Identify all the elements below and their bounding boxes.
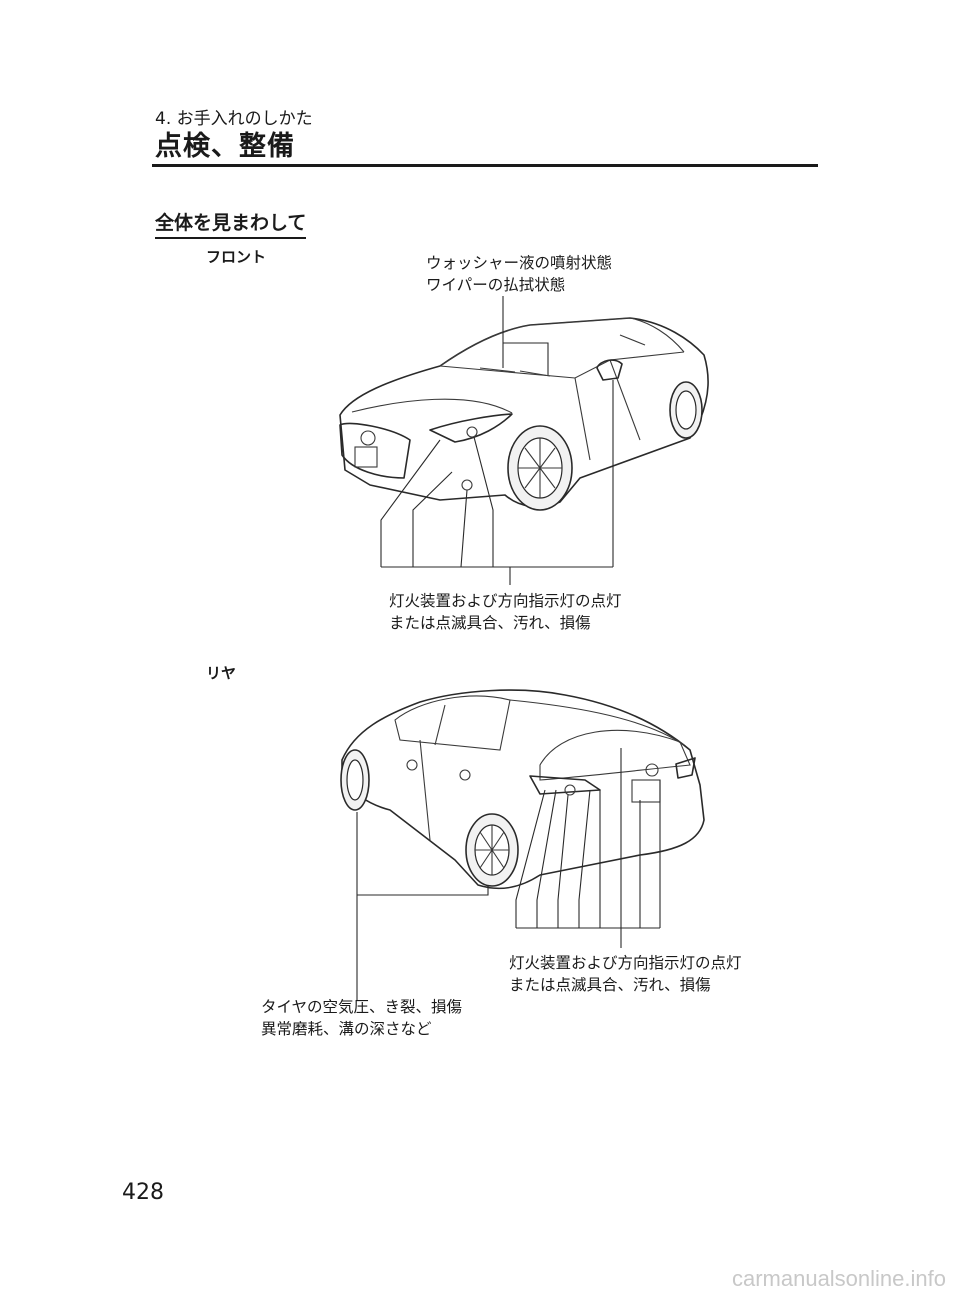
- front-view-label: フロント: [206, 248, 267, 266]
- tire-callout-line-1: タイヤの空気圧、き裂、損傷: [261, 998, 463, 1016]
- washer-callout-line-1: ウォッシャー液の噴射状態: [426, 254, 613, 272]
- watermark: carmanualsonline.info: [731, 1266, 946, 1291]
- page-title: 点検、整備: [155, 131, 295, 162]
- front-lights-callout-line-2: または点滅具合、汚れ、損傷: [389, 614, 591, 632]
- front-lights-callout-line-1: 灯火装置および方向指示灯の点灯: [389, 592, 622, 610]
- front-car-illustration: [339, 296, 709, 585]
- section-title: 全体を見まわして: [155, 208, 307, 239]
- rear-lights-callout-line-1: 灯火装置および方向指示灯の点灯: [509, 954, 742, 972]
- page-number: 428: [122, 1180, 164, 1205]
- washer-callout-line-2: ワイパーの払拭状態: [426, 276, 566, 294]
- tire-callout: タイヤの空気圧、き裂、損傷 異常磨耗、溝の深さなど: [261, 996, 462, 1040]
- front-lights-callout: 灯火装置および方向指示灯の点灯 または点滅具合、汚れ、損傷: [389, 590, 622, 634]
- tire-callout-line-2: 異常磨耗、溝の深さなど: [261, 1020, 432, 1038]
- rear-lights-callout-line-2: または点滅具合、汚れ、損傷: [509, 976, 711, 994]
- washer-wiper-callout: ウォッシャー液の噴射状態 ワイパーの払拭状態: [426, 252, 612, 296]
- title-divider: [152, 164, 818, 167]
- rear-lights-callout: 灯火装置および方向指示灯の点灯 または点滅具合、汚れ、損傷: [509, 952, 742, 996]
- rear-view-label: リヤ: [206, 664, 237, 682]
- chapter-label: 4. お手入れのしかた: [155, 109, 313, 129]
